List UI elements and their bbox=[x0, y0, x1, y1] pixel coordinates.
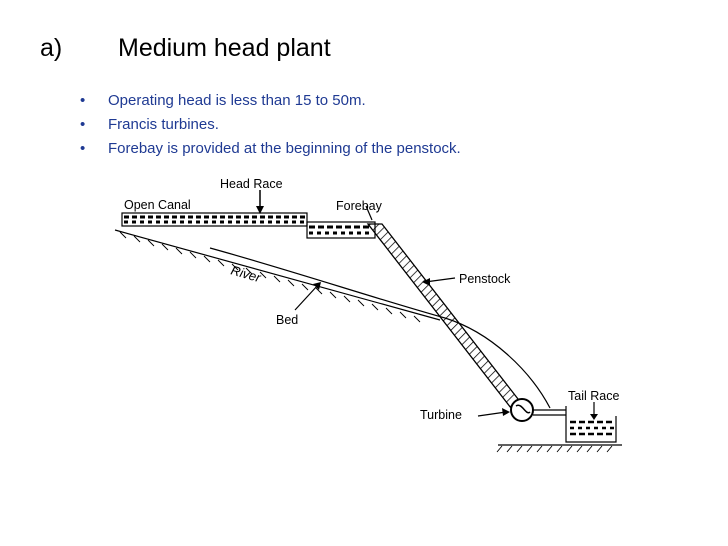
hill-slope bbox=[114, 229, 441, 323]
bullet-item: • Forebay is provided at the beginning of… bbox=[80, 140, 461, 164]
open-canal-label: Open Canal bbox=[124, 198, 191, 212]
heading-title: Medium head plant bbox=[118, 34, 331, 62]
bullet-marker: • bbox=[80, 116, 86, 133]
turbine-unit bbox=[510, 398, 566, 422]
turbine-arrow bbox=[477, 408, 510, 417]
penstock-label: Penstock bbox=[459, 272, 511, 286]
bullet-marker: • bbox=[80, 92, 86, 109]
head-race-label: Head Race bbox=[220, 177, 283, 191]
penstock-arrow bbox=[422, 277, 456, 286]
bed-label: Bed bbox=[276, 313, 298, 327]
bullet-text: Francis turbines. bbox=[108, 116, 219, 133]
bullet-text: Operating head is less than 15 to 50m. bbox=[108, 92, 366, 109]
open-canal bbox=[121, 212, 308, 227]
penstock-pipe bbox=[366, 223, 527, 409]
forebay-basin bbox=[306, 221, 376, 239]
river-label: River bbox=[229, 262, 263, 285]
forebay-label: Forebay bbox=[336, 199, 383, 213]
head-race-arrow bbox=[256, 190, 264, 214]
bullet-marker: • bbox=[80, 140, 86, 157]
bullet-text: Forebay is provided at the beginning of … bbox=[108, 140, 461, 157]
tail-race-label: Tail Race bbox=[568, 389, 619, 403]
forebay-arrow bbox=[365, 205, 373, 221]
hydro-plant-diagram: Head Race Open Canal Forebay River Bed P… bbox=[114, 177, 622, 453]
heading-number: a) bbox=[40, 34, 63, 62]
river-line bbox=[209, 247, 551, 409]
bullet-item: • Francis turbines. bbox=[80, 116, 461, 140]
tail-race-arrow bbox=[590, 402, 598, 420]
bed-arrow bbox=[294, 282, 321, 311]
bullet-item: • Operating head is less than 15 to 50m. bbox=[80, 92, 461, 116]
tail-race bbox=[565, 406, 617, 443]
turbine-label: Turbine bbox=[420, 408, 462, 422]
bullet-list: •Operating head is less than 15 to 50m. … bbox=[80, 92, 461, 164]
ground-line bbox=[496, 444, 622, 453]
